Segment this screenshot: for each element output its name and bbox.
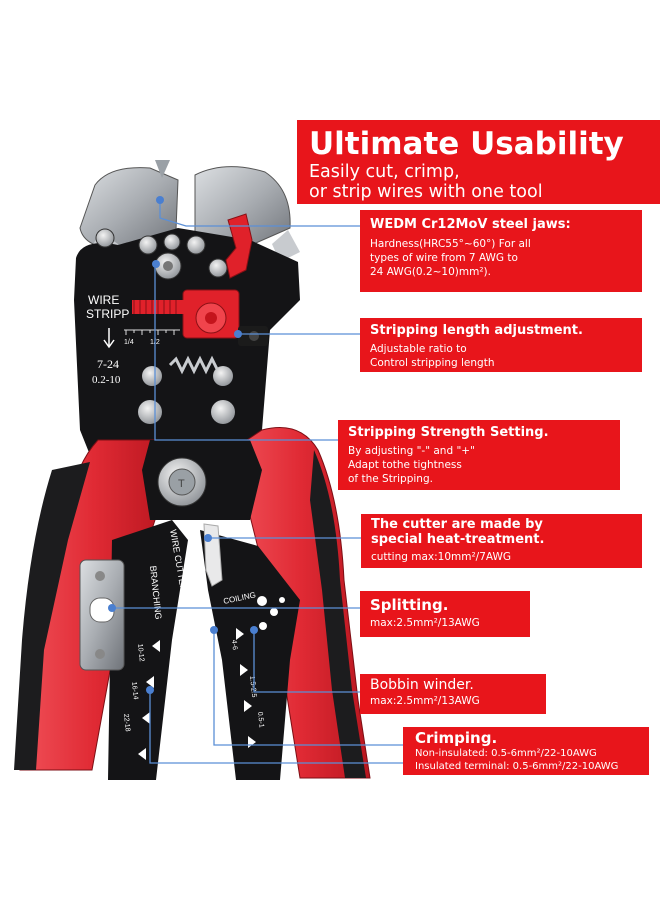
feature-line: Non-insulated: 0.5-6mm²/22-10AWG [415,748,597,759]
feature-line: Adapt tothe tightness [348,459,462,471]
marking-1-5-2-5: 1.5-2.5 [248,675,257,698]
feature-title: Crimping. [415,729,498,747]
feature-bobbin-winder: Bobbin winder. max:2.5mm²/13AWG [360,674,546,714]
tension-spring [168,355,220,375]
feature-title: Bobbin winder. [370,677,474,693]
marking-range-mm: 0.2-10 [92,374,121,386]
left-lower-jaw [108,520,188,780]
marking-0-5-1: 0.5-1 [256,711,265,728]
red-jaw-lever [225,213,253,279]
feature-title-line-1: The cutter are made by [371,517,543,532]
feature-stripping-length: Stripping length adjustment. Adjustable … [360,318,642,372]
marking-range-awg: 7-24 [97,357,119,371]
marking-strip: STRIPP [86,307,129,321]
callout-lines [112,200,403,764]
feature-line: Insulated terminal: 0.5-6mm²/22-10AWG [415,761,619,772]
feature-line: max:2.5mm²/13AWG [370,617,480,629]
black-body-plate [74,228,300,460]
marking-10-12: 10-12 [136,643,145,662]
marking-16-14: 16-14 [130,681,139,700]
marking-4-6: 4-6 [230,639,238,650]
feature-title-line-2: special heat-treatment. [371,532,545,547]
right-lower-jaw [200,530,300,780]
feature-cutter: The cutter are made by special heat-trea… [361,514,642,568]
feature-title: Stripping Strength Setting. [348,425,549,440]
feature-line: types of wire from 7 AWG to [370,252,518,264]
marking-wire: WIRE [88,293,119,307]
feature-stripping-strength: Stripping Strength Setting. By adjusting… [338,420,620,490]
feature-crimping: Crimping. Non-insulated: 0.5-6mm²/22-10A… [403,727,649,775]
feature-splitting: Splitting. max:2.5mm²/13AWG [360,591,530,637]
hero-banner: Ultimate Usability Easily cut, crimp, or… [297,120,660,204]
hero-title: Ultimate Usability [309,126,624,162]
marking-22-18: 22-18 [122,713,131,732]
feature-line: of the Stripping. [348,473,433,485]
feature-line: Control stripping length [370,357,495,369]
feature-title: WEDM Cr12MoV steel jaws: [370,217,571,232]
hero-subtitle-line-1: Easily cut, crimp, [309,162,460,182]
marking-quarter: 1/4 [124,339,134,346]
hero-subtitle-line-2: or strip wires with one tool [309,182,543,202]
feature-line: max:2.5mm²/13AWG [370,695,480,707]
feature-line: Hardness(HRC55°~60°) For all [370,238,531,250]
feature-line: By adjusting "-" and "+" [348,445,475,457]
feature-line: 24 AWG(0.2~10)mm²). [370,266,491,278]
right-handle-grip [310,450,366,778]
feature-title: Stripping length adjustment. [370,323,583,338]
feature-steel-jaws: WEDM Cr12MoV steel jaws: Hardness(HRC55°… [360,210,642,292]
callout-dots [108,196,258,694]
left-handle-grip [14,462,90,770]
marking-axle: T [178,478,185,490]
feature-line: cutting max:10mm²/7AWG [371,551,512,563]
feature-title: Splitting. [370,596,449,614]
feature-line: Adjustable ratio to [370,343,467,355]
